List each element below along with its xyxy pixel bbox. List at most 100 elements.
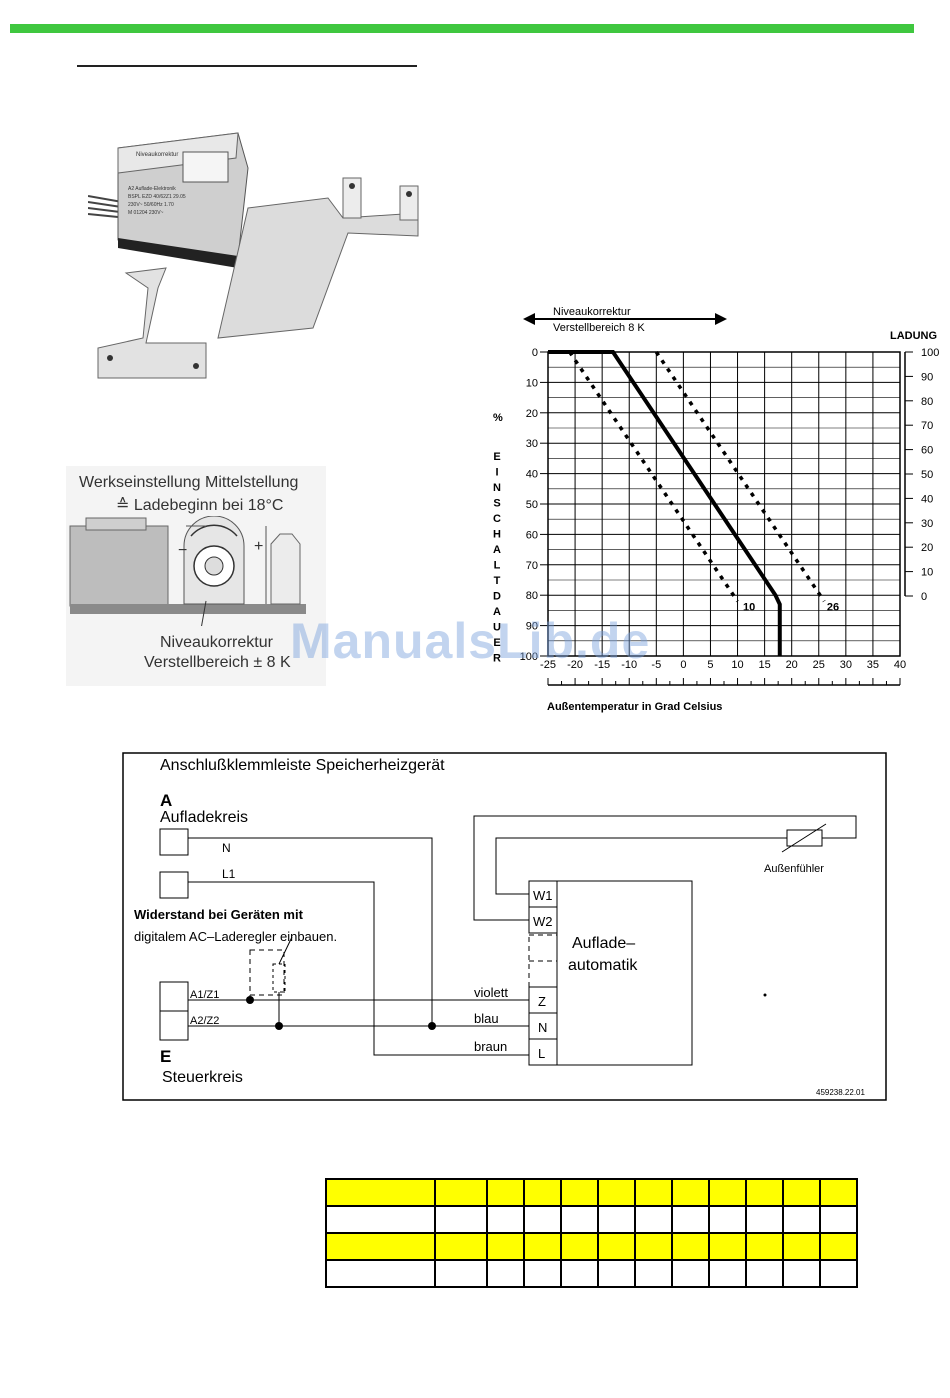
table-cell <box>745 1232 784 1261</box>
terminal-n <box>159 828 189 856</box>
y-left-axis-letter: A <box>493 606 501 618</box>
table-cell <box>819 1259 858 1288</box>
product-photo: Niveaukorrektur A2 Auflade-Elektronik BS… <box>88 128 438 388</box>
table-row <box>325 1178 858 1207</box>
knob-illustration: Werkseinstellung Mittelstellung ≙ Ladebe… <box>66 466 326 686</box>
right-axis-label: LADUNG <box>890 330 937 342</box>
y-left-tick-label: 60 <box>526 529 538 541</box>
table-cell <box>745 1205 784 1234</box>
y-left-axis-letter: N <box>493 482 501 494</box>
y-left-tick-label: 50 <box>526 499 538 511</box>
y-left-tick-label: 0 <box>532 347 538 359</box>
controller-label-line2: automatik <box>568 957 638 974</box>
y-left-tick-label: 90 <box>526 621 538 633</box>
controller-box <box>556 880 693 1066</box>
table-cell <box>819 1205 858 1234</box>
table-cell <box>325 1178 436 1207</box>
table-cell <box>782 1205 821 1234</box>
table-cell <box>325 1205 436 1234</box>
y-left-tick-label: 20 <box>526 408 538 420</box>
table-cell <box>560 1178 599 1207</box>
section-a-letter: A <box>160 791 172 810</box>
y-right-tick-label: 0 <box>921 591 927 603</box>
label-n-ctrl: N <box>538 1020 547 1035</box>
table-cell <box>486 1232 525 1261</box>
table-cell <box>486 1205 525 1234</box>
table-cell <box>708 1205 747 1234</box>
y-right-tick-label: 100 <box>921 347 939 359</box>
table-cell <box>671 1232 710 1261</box>
resistor-symbol <box>272 963 286 993</box>
chart-header-line2: Verstellbereich 8 K <box>553 322 645 334</box>
wire-w2 <box>473 815 857 921</box>
table-cell <box>782 1178 821 1207</box>
module-line-3: 230V~ 50/60Hz 1.70 <box>128 202 174 208</box>
x-tick-label: 10 <box>731 659 743 671</box>
table-cell <box>325 1259 436 1288</box>
x-tick-label: -10 <box>621 659 637 671</box>
chart-header-line1: Niveaukorrektur <box>553 306 631 318</box>
x-axis-label: Außentemperatur in Grad Celsius <box>547 701 722 713</box>
x-tick-label: 35 <box>867 659 879 671</box>
label-violett: violett <box>474 985 508 1000</box>
table-cell <box>708 1259 747 1288</box>
y-left-axis-letter: E <box>493 637 500 649</box>
x-tick-label: 0 <box>680 659 686 671</box>
wiring-title: Anschlußklemmleiste Speicherheizgerät <box>160 757 445 774</box>
x-tick-label: 40 <box>894 659 906 671</box>
label-n: N <box>222 841 231 855</box>
y-left-axis-letter: E <box>493 451 500 463</box>
label-w2: W2 <box>533 914 553 929</box>
label-z: Z <box>538 994 546 1009</box>
table-cell <box>671 1178 710 1207</box>
x-tick-label: -20 <box>567 659 583 671</box>
label-braun: braun <box>474 1039 507 1054</box>
y-left-axis-letter: L <box>494 560 501 572</box>
y-right-tick-label: 40 <box>921 493 933 505</box>
table-cell <box>434 1259 488 1288</box>
table-row <box>325 1232 858 1261</box>
y-left-axis-letter: U <box>493 622 501 634</box>
knob-minus-sign: − <box>178 542 188 559</box>
x-tick-label: 30 <box>840 659 852 671</box>
resistor-note-line1: Widerstand bei Geräten mit <box>134 907 304 922</box>
niveau-arrow-left <box>523 313 535 325</box>
section-e-letter: E <box>160 1047 171 1066</box>
module-line-2: BSPL EZD 40/62Z1 29.05 <box>128 194 186 200</box>
knob-footer-line1: Niveaukorrektur <box>160 634 273 651</box>
y-right-tick-label: 20 <box>921 542 933 554</box>
table-cell <box>745 1259 784 1288</box>
terminal-z <box>528 986 558 1014</box>
y-left-tick-label: 10 <box>526 377 538 389</box>
terminal-w2 <box>528 906 558 934</box>
table-cell <box>819 1178 858 1207</box>
y-left-axis-letter: T <box>494 575 501 587</box>
table-row <box>325 1205 858 1234</box>
charge-curve-limit <box>654 351 826 603</box>
label-a1z1: A1/Z1 <box>190 989 219 1001</box>
y-right-tick-label: 30 <box>921 518 933 530</box>
y-right-tick-label: 50 <box>921 469 933 481</box>
table-cell <box>597 1178 636 1207</box>
table-cell <box>708 1178 747 1207</box>
knob-plus-sign: + <box>254 538 264 555</box>
y-left-axis-letter: D <box>493 591 501 603</box>
table-cell <box>560 1232 599 1261</box>
table-cell <box>560 1205 599 1234</box>
y-right-tick-label: 10 <box>921 567 933 579</box>
y-left-axis-letter: A <box>493 544 501 556</box>
x-tick-label: -25 <box>540 659 556 671</box>
table-row <box>325 1259 858 1288</box>
y-left-tick-label: 30 <box>526 438 538 450</box>
watermark: ManualsLib.de <box>290 613 651 669</box>
terminal-n-ctrl <box>528 1012 558 1040</box>
table-cell <box>671 1259 710 1288</box>
y-left-tick-label: 40 <box>526 469 538 481</box>
y-left-axis-letter: C <box>493 513 501 525</box>
y-left-axis-letter: I <box>495 467 498 479</box>
table-cell <box>523 1259 562 1288</box>
x-tick-label: 15 <box>758 659 770 671</box>
sensor-label: Außenfühler <box>764 863 824 875</box>
x-tick-label: -5 <box>651 659 661 671</box>
x-tick-label: -15 <box>594 659 610 671</box>
